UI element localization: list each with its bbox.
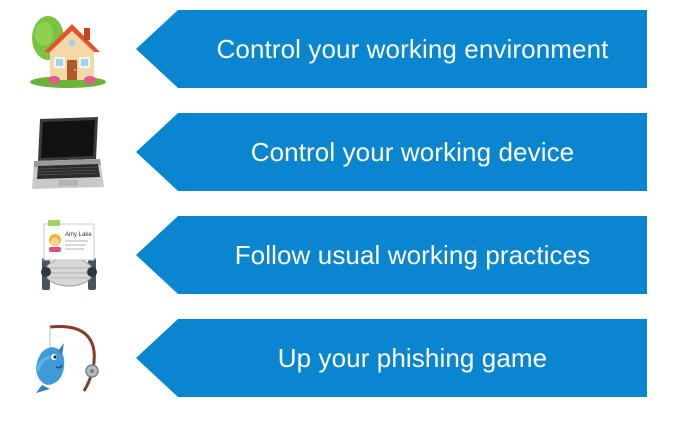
list-item-phishing-game: Up your phishing game — [0, 319, 689, 399]
laptop-icon — [28, 115, 108, 191]
banner-label: Control your working device — [250, 136, 575, 167]
list-item-working-environment: Control your working environment — [0, 10, 689, 90]
card-name-text: Amy Lake — [65, 232, 92, 238]
fishing-hook-fish-icon — [28, 321, 108, 397]
list-item-working-device: Control your working device — [0, 113, 689, 193]
house-icon — [28, 12, 108, 88]
banner-arrow: Follow usual working practices — [136, 216, 647, 294]
rolodex-card-icon: Amy Lake — [28, 218, 108, 294]
banner-arrow: Control your working environment — [136, 10, 647, 88]
banner-label: Control your working environment — [216, 33, 609, 64]
banner-arrow: Control your working device — [136, 113, 647, 191]
banner-label: Follow usual working practices — [234, 239, 591, 270]
list-item-working-practices: Amy Lake Follow usual working practices — [0, 216, 689, 296]
banner-arrow: Up your phishing game — [136, 319, 647, 397]
banner-label: Up your phishing game — [277, 342, 548, 373]
